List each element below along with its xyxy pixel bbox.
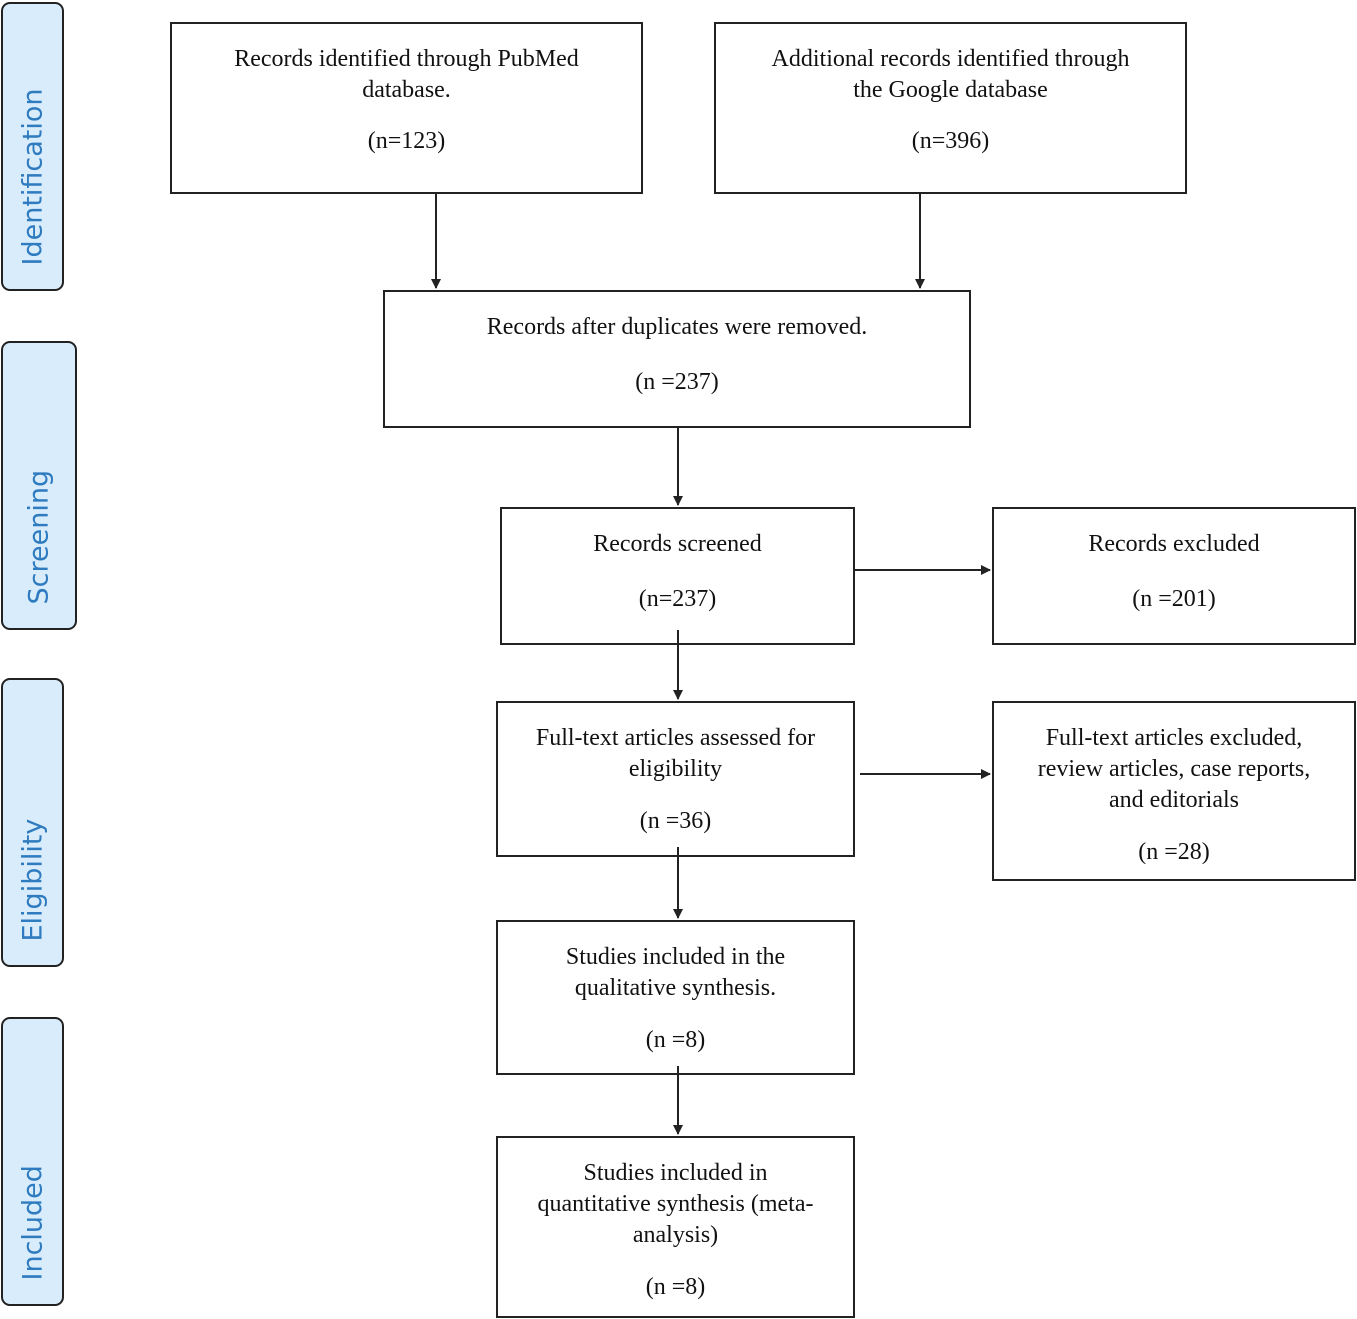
records-screened-count: (n=237) bbox=[638, 586, 717, 612]
qualitative-synthesis-count: (n =8) bbox=[645, 1027, 706, 1053]
pubmed-records-text: Records identified through PubMed databa… bbox=[234, 46, 579, 103]
qualitative-synthesis-text: Studies included in the qualitative synt… bbox=[565, 944, 786, 1001]
google-records-text: Additional records identified through th… bbox=[771, 46, 1130, 103]
duplicates-removed-box: Records after duplicates were removed. (… bbox=[383, 290, 971, 428]
duplicates-removed-count: (n =237) bbox=[635, 369, 719, 395]
phase-identification: Identification bbox=[1, 2, 64, 291]
fulltext-assessed-text: Full-text articles assessed for eligibil… bbox=[535, 725, 816, 782]
records-excluded-count: (n =201) bbox=[1132, 586, 1216, 612]
records-excluded-box: Records excluded (n =201) bbox=[992, 507, 1356, 645]
phase-screening: Screening bbox=[1, 341, 77, 630]
records-screened-text: Records screened bbox=[593, 531, 762, 557]
phase-eligibility: Eligibility bbox=[1, 678, 64, 967]
fulltext-excluded-box: Full-text articles excluded, review arti… bbox=[992, 701, 1356, 881]
phase-included: Included bbox=[1, 1017, 64, 1306]
fulltext-assessed-count: (n =36) bbox=[639, 808, 712, 834]
pubmed-records-box: Records identified through PubMed databa… bbox=[170, 22, 643, 194]
google-records-count: (n=396) bbox=[911, 128, 990, 154]
fulltext-assessed-box: Full-text articles assessed for eligibil… bbox=[496, 701, 855, 857]
fulltext-excluded-count: (n =28) bbox=[1138, 839, 1210, 865]
google-records-box: Additional records identified through th… bbox=[714, 22, 1187, 194]
duplicates-removed-text: Records after duplicates were removed. bbox=[486, 314, 868, 340]
records-screened-box: Records screened (n=237) bbox=[500, 507, 855, 645]
quantitative-synthesis-text: Studies included in quantitative synthes… bbox=[537, 1160, 814, 1248]
pubmed-records-count: (n=123) bbox=[367, 128, 446, 154]
quantitative-synthesis-box: Studies included in quantitative synthes… bbox=[496, 1136, 855, 1318]
records-excluded-text: Records excluded bbox=[1088, 531, 1260, 557]
quantitative-synthesis-count: (n =8) bbox=[645, 1274, 706, 1300]
fulltext-excluded-text: Full-text articles excluded, review arti… bbox=[1037, 725, 1311, 813]
qualitative-synthesis-box: Studies included in the qualitative synt… bbox=[496, 920, 855, 1075]
